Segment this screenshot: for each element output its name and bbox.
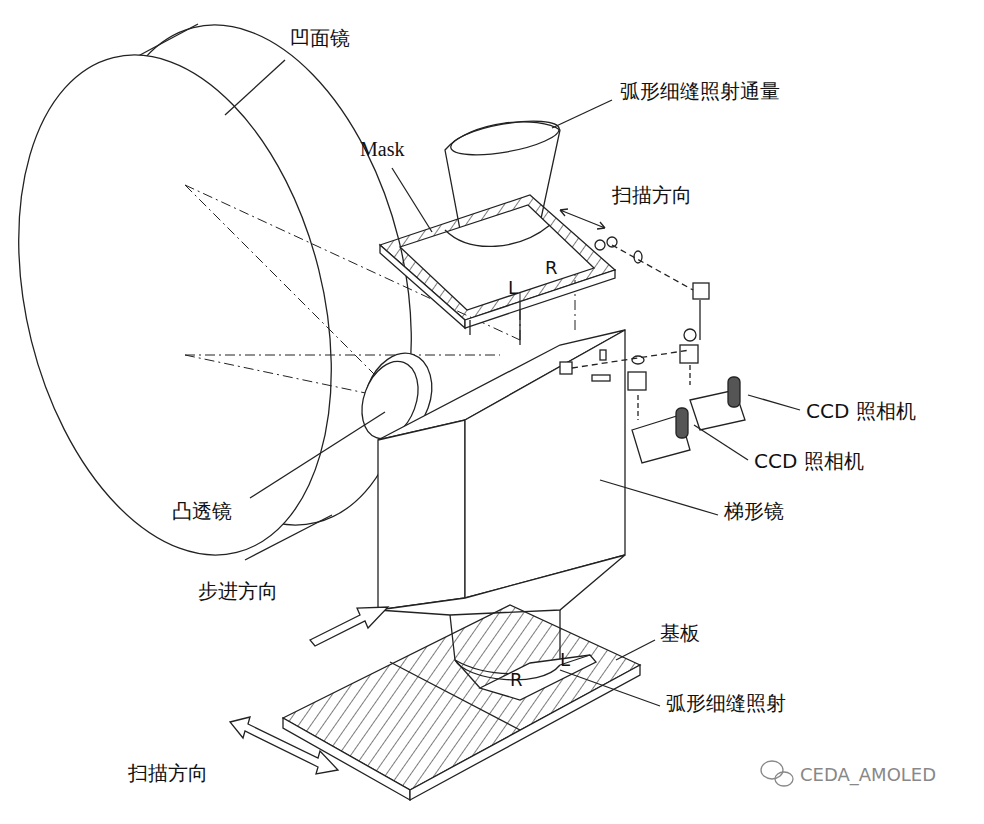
substrate-letter: L [560, 650, 570, 671]
scan-arrow [230, 717, 338, 774]
substrate-letter: R [510, 670, 523, 691]
step-arrow [310, 607, 388, 646]
part-label: 梯形镜 [724, 500, 784, 523]
mask-letter: R [545, 258, 558, 279]
part-label: 弧形细缝照射通量 [620, 80, 780, 103]
mask-letter: L [508, 278, 518, 299]
part-label: 凹面镜 [290, 27, 350, 50]
direction-label: 步进方向 [198, 580, 278, 603]
part-label: CCD 照相机 [754, 450, 864, 473]
direction-label: 扫描方向 [128, 762, 208, 785]
part-label: 弧形细缝照射 [666, 692, 786, 715]
watermark: CEDA_AMOLED [800, 765, 936, 786]
part-label: 基板 [660, 622, 700, 645]
concave-mirror [0, 22, 380, 588]
direction-label: 扫描方向 [612, 184, 692, 207]
part-label: CCD 照相机 [806, 400, 916, 423]
part-label: Mask [360, 138, 404, 161]
part-label: 凸透镜 [172, 500, 232, 523]
mask-plate [380, 195, 615, 320]
